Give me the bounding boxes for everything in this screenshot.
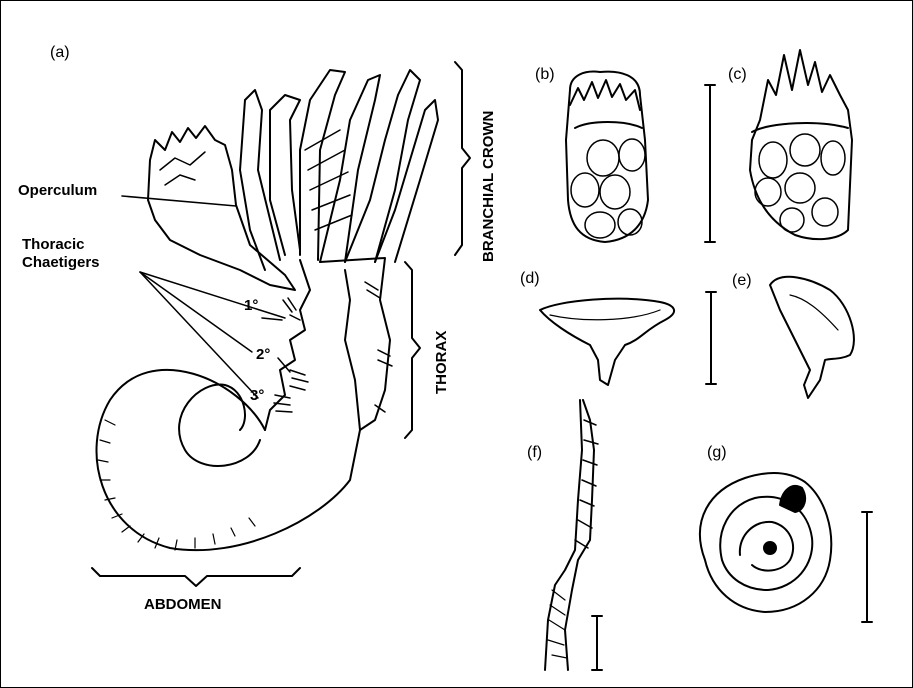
scale-bar-f [592, 616, 602, 670]
panel-label-g: (g) [707, 444, 727, 462]
panel-label-a: (a) [50, 44, 70, 62]
panel-label-d: (d) [520, 270, 540, 288]
chaetiger-2-label: 2° [256, 346, 270, 363]
chaetiger-3-label: 3° [250, 387, 264, 404]
branchial-crown-label: BRANCHIAL CROWN [480, 111, 497, 262]
scale-bar-g [862, 512, 872, 622]
abdomen-brace [92, 568, 300, 586]
abdomen-drawing [97, 370, 361, 550]
branchial-crown-drawing [240, 90, 280, 270]
panel-label-f: (f) [527, 444, 542, 462]
operculum-leader [122, 196, 236, 206]
panel-b-drawing [566, 72, 648, 242]
thorax-drawing [345, 270, 360, 430]
thoracic-label: Thoracic [22, 236, 85, 253]
scale-bar-b [705, 85, 715, 242]
chaetiger-leader-2 [140, 272, 252, 352]
thorax-label: THORAX [433, 331, 450, 394]
operculum-label: Operculum [18, 182, 97, 199]
panel-e-drawing [770, 277, 854, 398]
thorax-brace [405, 262, 420, 438]
panel-f-drawing [545, 400, 598, 670]
scale-bar-d [706, 292, 716, 384]
panel-g-drawing [700, 473, 831, 612]
panel-label-b: (b) [535, 66, 555, 84]
panel-d-drawing [540, 299, 674, 385]
chaetiger-1-label: 1° [244, 297, 258, 314]
worm-drawing [97, 70, 439, 550]
panel-label-c: (c) [728, 66, 747, 84]
panel-label-e: (e) [732, 272, 752, 290]
panel-c-drawing [750, 50, 852, 239]
abdomen-label: ABDOMEN [144, 596, 222, 613]
chaetigers-label: Chaetigers [22, 254, 100, 271]
branchial-crown-brace [455, 62, 470, 255]
